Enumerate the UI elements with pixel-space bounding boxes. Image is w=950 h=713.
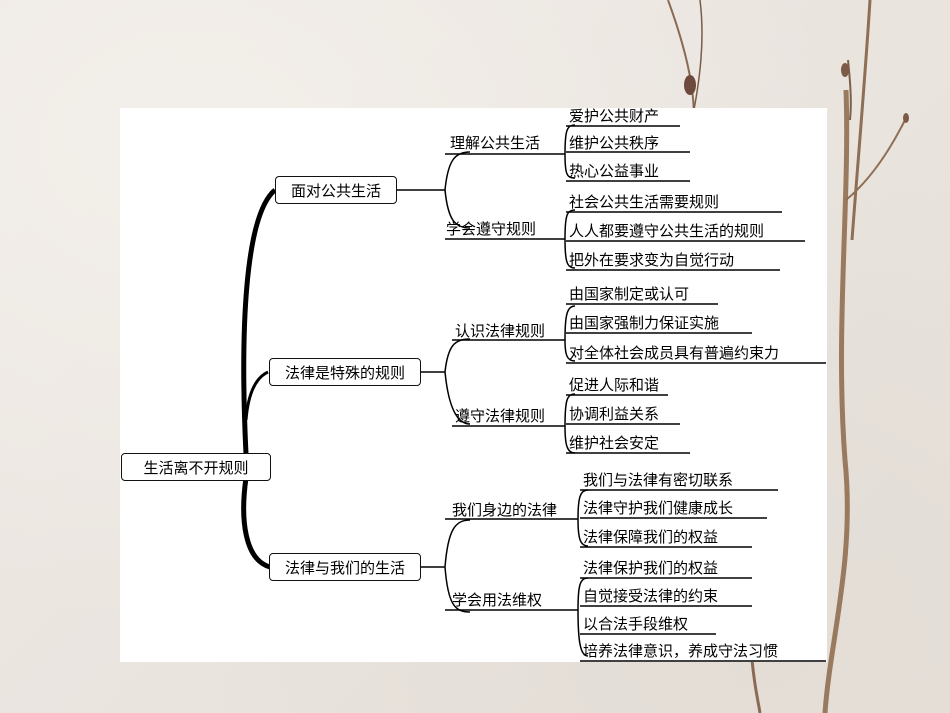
node-level2: 认识法律规则	[455, 322, 546, 340]
leaf-item: 把外在要求变为自觉行动	[569, 251, 735, 269]
root-connector-lower	[241, 477, 271, 570]
leaf-item: 我们与法律有密切联系	[583, 471, 734, 489]
leaf-item: 对全体社会成员具有普遍约束力	[569, 344, 780, 362]
l1-bracket	[444, 338, 471, 425]
leaf-item: 协调利益关系	[569, 405, 660, 423]
leaf-item: 社会公共生活需要规则	[569, 193, 720, 211]
l1-bracket	[444, 151, 471, 229]
leaf-item: 法律保护我们的权益	[583, 559, 719, 577]
node-level2: 学会遵守规则	[446, 220, 537, 238]
node-level1: 法律与我们的生活	[269, 553, 421, 581]
leaf-item: 法律守护我们健康成长	[583, 499, 734, 517]
leaf-item: 由国家制定或认可	[569, 285, 690, 303]
mindmap-panel	[120, 108, 827, 662]
leaf-item: 维护社会安定	[569, 434, 660, 452]
leaf-item: 法律保障我们的权益	[583, 528, 719, 546]
node-level2: 我们身边的法律	[452, 501, 558, 519]
leaf-item: 自觉接受法律的约束	[583, 587, 719, 605]
node-level2: 理解公共生活	[450, 134, 541, 152]
leaf-item: 由国家强制力保证实施	[569, 314, 720, 332]
node-level2: 学会用法维权	[452, 591, 543, 609]
leaf-item: 以合法手段维权	[583, 615, 689, 633]
leaf-item: 人人都要遵守公共生活的规则	[569, 222, 765, 240]
leaf-item: 促进人际和谐	[569, 376, 660, 394]
root-node: 生活离不开规则	[121, 453, 271, 481]
node-level1: 法律是特殊的规则	[269, 358, 421, 386]
node-level1: 面对公共生活	[275, 176, 397, 204]
leaf-item: 维护公共秩序	[569, 134, 660, 152]
leaf-item: 热心公益事业	[569, 162, 660, 180]
leaf-item: 爱护公共财产	[569, 107, 660, 125]
l1-bracket	[444, 519, 471, 613]
node-level2: 遵守法律规则	[455, 407, 546, 425]
root-connector-mid	[244, 370, 269, 421]
leaf-item: 培养法律意识，养成守法习惯	[583, 642, 779, 660]
root-connector	[241, 188, 277, 455]
